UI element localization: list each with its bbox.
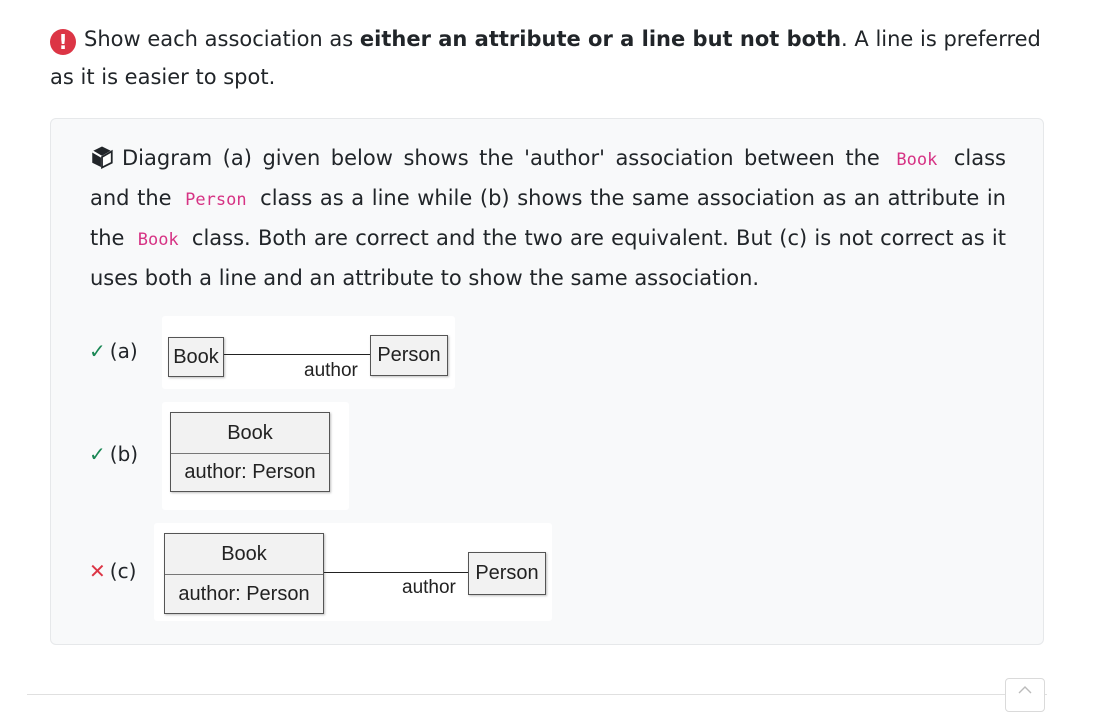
check-icon: ✓ [89, 339, 106, 363]
tip-emphasis: either an attribute or a line but not bo… [359, 27, 842, 51]
diagram-b: Book author: Person [162, 402, 349, 510]
tip-paragraph: ! Show each association as either an attr… [50, 20, 1060, 96]
box-icon [91, 146, 113, 169]
association-line [224, 354, 370, 355]
exclamation-circle-icon: ! [50, 29, 76, 55]
example-a-label: ✓(a) [89, 339, 138, 363]
uml-class-person: Person [468, 552, 546, 595]
check-icon: ✓ [89, 442, 106, 466]
diagram-c: Book author: Person Person author [154, 523, 552, 621]
cross-icon: ✕ [89, 559, 106, 583]
uml-class-book: Book author: Person [164, 533, 324, 614]
tip-rest: . A line is preferred as it is easier to… [50, 27, 1041, 89]
tip-intro: Show each association as [84, 27, 360, 51]
uml-class-book: Book [168, 337, 224, 377]
card-text-2: class and the [90, 146, 1006, 210]
card-text-1: Diagram (a) given below shows the 'autho… [122, 146, 880, 170]
divider [27, 694, 1047, 695]
card-text-3: class as a line while (b) shows the same… [90, 186, 1006, 250]
association-label: author [402, 577, 456, 598]
example-card: Diagram (a) given below shows the 'autho… [50, 118, 1044, 645]
example-b-label: ✓(b) [89, 442, 139, 466]
code-book-1: Book [896, 150, 938, 170]
uml-class-book: Book author: Person [170, 412, 330, 492]
chevron-up-icon [1018, 686, 1032, 694]
association-line [324, 572, 468, 573]
association-label: author [304, 360, 358, 381]
code-person: Person [185, 190, 247, 210]
card-paragraph: Diagram (a) given below shows the 'autho… [90, 139, 1006, 297]
card-text-4: class. Both are correct and the two are … [90, 226, 1006, 290]
example-c-label: ✕(c) [89, 559, 137, 583]
uml-class-person: Person [370, 335, 448, 376]
scroll-to-top-button[interactable] [1005, 678, 1045, 712]
diagram-a: Book Person author [162, 316, 455, 389]
code-book-2: Book [137, 230, 179, 250]
